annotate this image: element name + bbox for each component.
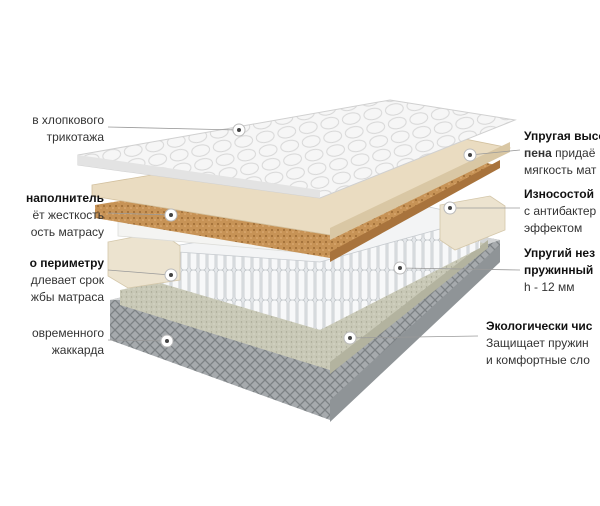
- callout-line: Защищает пружин: [486, 336, 589, 350]
- marker-eco: [343, 331, 357, 345]
- callout-title: наполнитель: [26, 191, 104, 205]
- marker-foam: [463, 148, 477, 162]
- callout-line: овременного: [31, 326, 104, 340]
- callout-line: с антибактер: [524, 204, 597, 218]
- marker-coir: [164, 208, 178, 222]
- callout-title-part: пена: [524, 146, 552, 160]
- callout-title: Упругая высо: [524, 129, 600, 143]
- marker-antibac: [443, 201, 457, 215]
- callout-line-rest: придаё: [551, 146, 596, 160]
- callout-title: о периметру: [29, 256, 104, 270]
- callout-line: ость матрасу: [30, 225, 104, 239]
- callout-line: ёт жесткость: [32, 208, 104, 222]
- marker-jacquard: [160, 334, 174, 348]
- callout-line: жаккарда: [51, 343, 104, 357]
- marker-springs: [393, 261, 407, 275]
- callout-line: эффектом: [524, 221, 583, 235]
- callout-foam: Упругая высо пена придаё мягкость мат: [524, 128, 600, 179]
- callout-line: пена придаё: [524, 145, 600, 162]
- callout-line: жбы матраса: [30, 290, 104, 304]
- marker-cover: [232, 123, 246, 137]
- callout-cover: в хлопкового трикотажа: [32, 112, 104, 146]
- callout-springs: Упругий нез пружинный h - 12 мм: [524, 245, 595, 296]
- callout-line: h - 12 мм: [524, 280, 575, 294]
- callout-markers: [160, 123, 477, 348]
- callout-title: Экологически чис: [486, 319, 593, 333]
- callout-coir: наполнитель ёт жесткость ость матрасу: [26, 190, 104, 241]
- callout-line: мягкость мат: [524, 163, 597, 177]
- callout-title: пружинный: [524, 263, 594, 277]
- callout-antibac: Износостой с антибактер эффектом: [524, 186, 596, 237]
- quilted-top-cover: [77, 99, 517, 199]
- callout-title: Износостой: [524, 187, 594, 201]
- callout-eco: Экологически чис Защищает пружин и комфо…: [486, 318, 592, 369]
- callout-line: длевает срок: [30, 273, 104, 287]
- marker-perimeter: [164, 268, 178, 282]
- callout-title: Упругий нез: [524, 246, 596, 260]
- leader-lines: [107, 126, 521, 342]
- callout-perimeter: о периметру длевает срок жбы матраса: [30, 255, 104, 306]
- callout-line: и комфортные сло: [486, 353, 590, 367]
- callout-line: трикотажа: [46, 130, 104, 144]
- callout-jacquard: овременного жаккарда: [32, 325, 104, 359]
- callout-line: в хлопкового: [32, 113, 104, 127]
